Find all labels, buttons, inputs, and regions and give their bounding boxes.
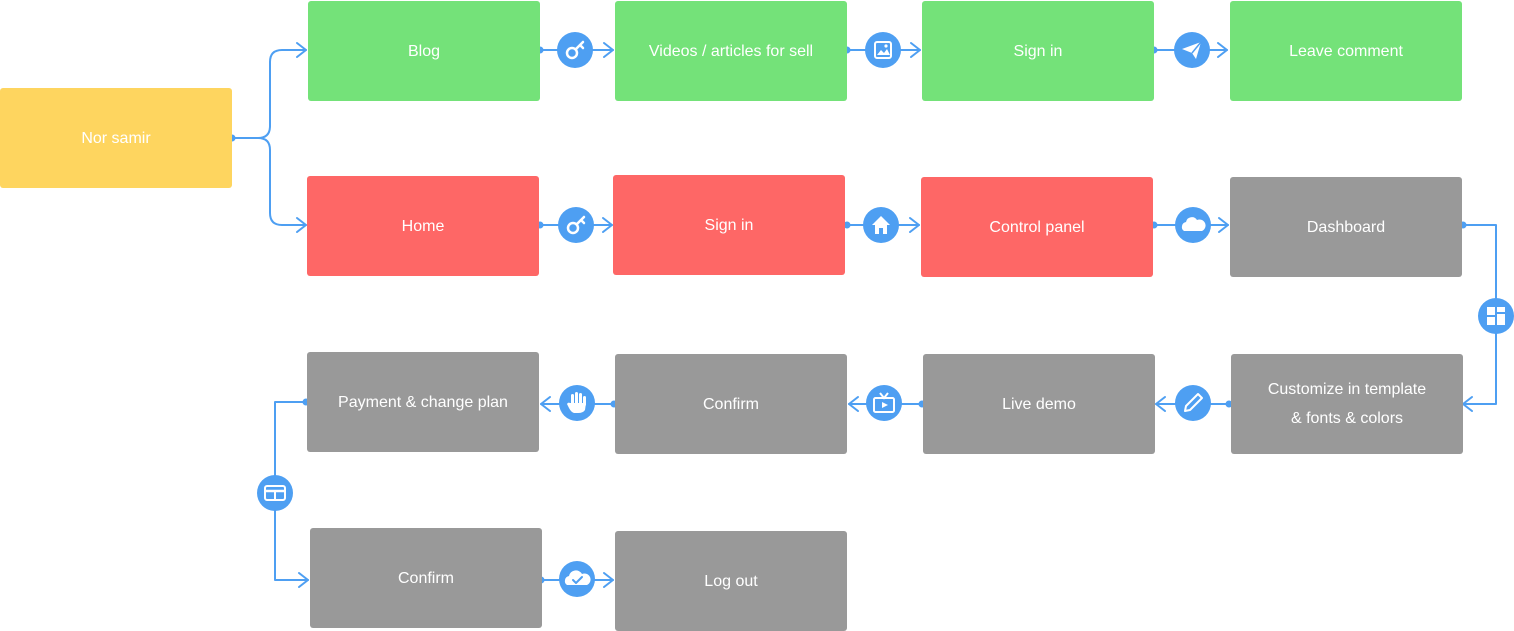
key-icon: [558, 207, 594, 243]
home-icon: [863, 207, 899, 243]
tv-icon: [866, 385, 902, 421]
node-leave-comment: Leave comment: [1230, 1, 1462, 101]
arrowhead-home: [296, 217, 307, 233]
image-icon: [865, 32, 901, 68]
node-blog: Blog: [308, 1, 540, 101]
credit-card-icon: [257, 475, 293, 511]
layout-icon: [1478, 298, 1514, 334]
cloud-check-icon: [559, 561, 595, 597]
node-root: Nor samir: [0, 88, 232, 188]
node-payment: Payment & change plan: [307, 352, 539, 452]
node-sign-in-blog: Sign in: [922, 1, 1154, 101]
pencil-icon: [1175, 385, 1211, 421]
connector-root-blog: [231, 49, 307, 139]
node-control-panel: Control panel: [921, 177, 1153, 277]
node-live-demo: Live demo: [923, 354, 1155, 454]
node-sign-in-home: Sign in: [613, 175, 845, 275]
hand-icon: [559, 385, 595, 421]
send-icon: [1174, 32, 1210, 68]
cloud-icon: [1175, 207, 1211, 243]
arrowhead-blog: [296, 42, 307, 58]
connector-root-home: [231, 137, 307, 226]
node-confirm-2: Confirm: [310, 528, 542, 628]
node-customize: Customize in template & fonts & colors: [1231, 354, 1463, 454]
node-dashboard: Dashboard: [1230, 177, 1462, 277]
node-log-out: Log out: [615, 531, 847, 631]
key-icon: [557, 32, 593, 68]
node-confirm-1: Confirm: [615, 354, 847, 454]
node-home: Home: [307, 176, 539, 276]
node-videos-articles: Videos / articles for sell: [615, 1, 847, 101]
